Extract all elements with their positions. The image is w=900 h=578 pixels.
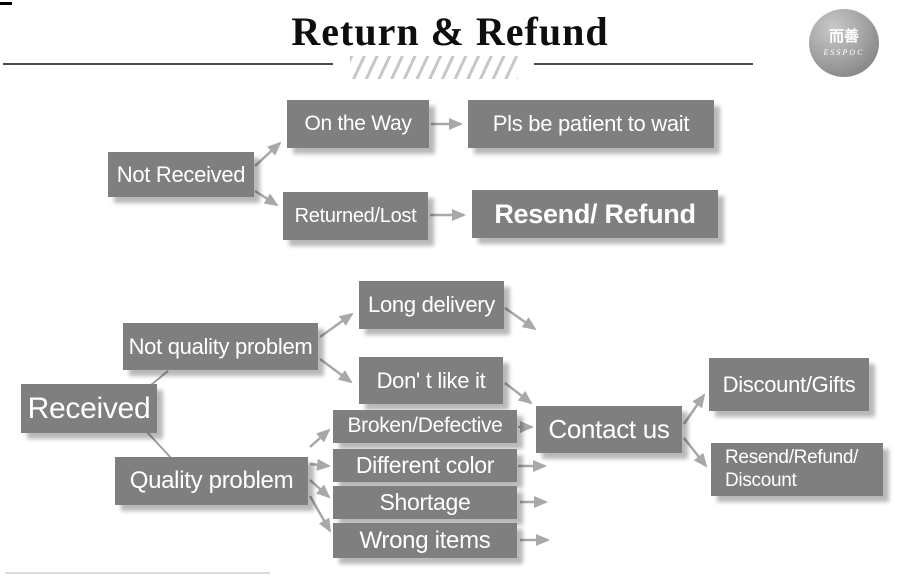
- arrow-nqp-to-dontlikeit: [319, 357, 353, 384]
- node-resend-refund: Resend/ Refund: [472, 190, 718, 238]
- arrow-contactus-to-resendrefunddiscount: [683, 437, 708, 468]
- node-shortage: Shortage: [333, 486, 517, 519]
- brand-logo: 而善 ESSPOC: [809, 9, 879, 77]
- arrow-dontlikeit-to-contactus: [504, 382, 533, 405]
- arrow-qp-to-shortage: [309, 479, 331, 499]
- line-received-to-notqualityproblem: [150, 370, 169, 386]
- header-rule-right: [534, 63, 753, 65]
- node-contact-us: Contact us: [536, 406, 682, 453]
- header-rule-left: [3, 63, 333, 65]
- arrow-contactus-to-discountgifts: [682, 393, 706, 425]
- arrow-qp-to-differentcolor: [309, 458, 331, 471]
- node-discount-gifts: Discount/Gifts: [709, 358, 869, 411]
- node-not-received: Not Received: [108, 152, 254, 197]
- node-quality-problem: Quality problem: [115, 457, 308, 505]
- node-resend-refund-discount: Resend/Refund/ Discount: [711, 443, 883, 496]
- node-long-delivery: Long delivery: [359, 281, 504, 329]
- arrow-nqp-to-longdelivery: [319, 312, 354, 339]
- corner-mark: [0, 2, 12, 5]
- hatch-stripes-decoration: [350, 56, 518, 79]
- arrow-qp-to-wrongitems: [308, 495, 332, 533]
- footer-rule: [5, 572, 270, 574]
- node-wrong-items: Wrong items: [333, 523, 517, 558]
- arrow-longdelivery-out: [504, 306, 537, 331]
- node-pls-be-patient-to-wait: Pls be patient to wait: [468, 100, 714, 148]
- brand-logo-chinese: 而善: [828, 29, 859, 46]
- page-title: Return & Refund: [291, 9, 609, 54]
- node-dont-like-it: Don' t like it: [359, 357, 503, 404]
- node-different-color: Different color: [333, 449, 517, 482]
- node-broken-defective: Broken/Defective: [333, 410, 517, 443]
- line-received-to-qualityproblem: [146, 431, 173, 460]
- brand-logo-name: ESSPOC: [823, 47, 865, 57]
- node-received: Received: [21, 384, 157, 433]
- node-on-the-way: On the Way: [287, 100, 429, 148]
- arrow-qp-to-brokendefective: [309, 428, 331, 448]
- node-returned-lost: Returned/Lost: [283, 192, 428, 240]
- arrow-notreceived-to-ontheway: [254, 141, 282, 167]
- node-not-quality-problem: Not quality problem: [123, 323, 318, 370]
- arrow-notreceived-to-returnedlost: [254, 189, 279, 207]
